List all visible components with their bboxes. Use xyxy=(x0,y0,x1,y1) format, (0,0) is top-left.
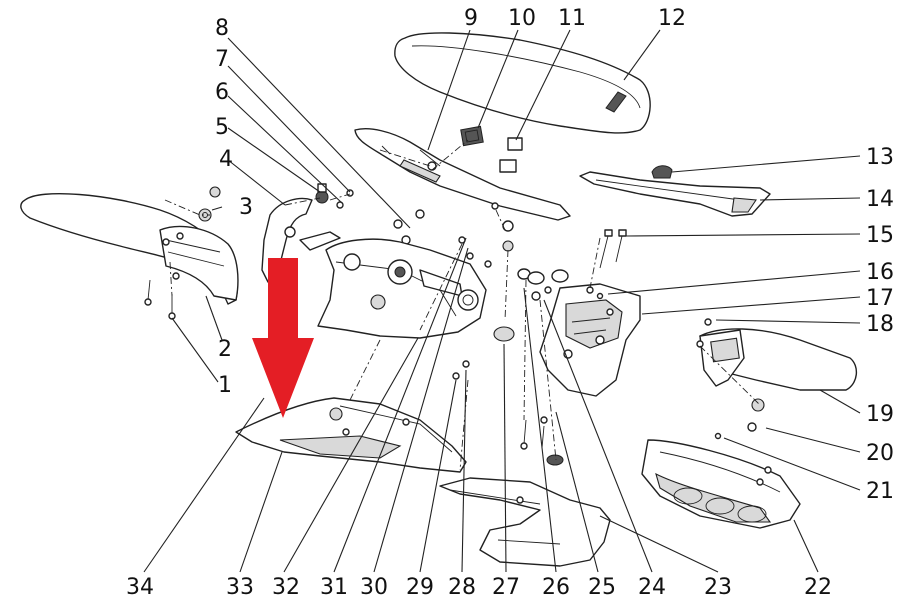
part-20-washer xyxy=(747,398,765,432)
callout-32: 32 xyxy=(272,575,300,600)
part-15-bolts xyxy=(599,229,627,269)
callout-6: 6 xyxy=(215,80,229,105)
callout-4: 4 xyxy=(219,147,233,172)
part-23-lower-cover xyxy=(439,477,611,567)
callout-17: 17 xyxy=(866,286,894,311)
part-21-clips xyxy=(714,432,772,486)
callout-21: 21 xyxy=(866,479,894,504)
callout-labels: 1 2 3 4 5 6 7 8 9 10 11 12 13 14 15 16 1… xyxy=(126,6,894,600)
part-25-grommet xyxy=(546,454,564,466)
part-6-washer xyxy=(336,201,344,209)
callout-8: 8 xyxy=(215,16,229,41)
callout-28: 28 xyxy=(448,575,476,600)
part-33-side-panel xyxy=(235,397,467,473)
callout-18: 18 xyxy=(866,312,894,337)
part-9-frame-rail xyxy=(354,128,571,221)
part-28-nut xyxy=(462,360,470,368)
callout-5: 5 xyxy=(215,115,229,140)
part-22-inner-fender xyxy=(641,439,801,529)
part-1-screws xyxy=(144,279,176,320)
callout-24: 24 xyxy=(638,575,666,600)
callout-19: 19 xyxy=(866,402,894,427)
callout-20: 20 xyxy=(866,441,894,466)
part-27-grommet xyxy=(493,326,515,342)
callout-10: 10 xyxy=(508,6,536,31)
callout-1: 1 xyxy=(218,373,232,398)
callout-22: 22 xyxy=(804,575,832,600)
callout-12: 12 xyxy=(658,6,686,31)
part-19-rear-fender xyxy=(696,318,857,391)
callout-11: 11 xyxy=(558,6,586,31)
part-10-connector xyxy=(460,125,484,147)
callout-27: 27 xyxy=(492,575,520,600)
callout-34: 34 xyxy=(126,575,154,600)
part-24-screws xyxy=(520,416,548,450)
part-16-clips xyxy=(586,286,604,300)
part-8-fastener xyxy=(393,209,425,245)
part-5-grommet xyxy=(315,183,329,204)
part-12-seat xyxy=(394,32,651,134)
highlight-arrow xyxy=(252,258,314,418)
callout-15: 15 xyxy=(866,223,894,248)
part-2-front-fender xyxy=(20,193,239,305)
red-down-arrow-icon xyxy=(252,258,314,418)
leader-lines xyxy=(143,29,861,573)
part-7-nut xyxy=(346,189,354,197)
part-17-battery-box xyxy=(527,269,641,397)
callout-9: 9 xyxy=(464,6,478,31)
part-11-clip xyxy=(499,137,523,173)
callout-14: 14 xyxy=(866,187,894,212)
part-14-side-rail xyxy=(579,171,771,217)
assembly-lines xyxy=(164,139,761,471)
callout-2: 2 xyxy=(218,337,232,362)
callout-30: 30 xyxy=(360,575,388,600)
callout-3: 3 xyxy=(239,195,253,220)
callout-31: 31 xyxy=(320,575,348,600)
part-32-airbox-housing xyxy=(299,231,487,339)
part-3-nut xyxy=(198,186,221,222)
callout-29: 29 xyxy=(406,575,434,600)
callout-16: 16 xyxy=(866,260,894,285)
callout-23: 23 xyxy=(704,575,732,600)
callout-25: 25 xyxy=(588,575,616,600)
callout-7: 7 xyxy=(215,47,229,72)
hardware-cluster-center xyxy=(458,220,514,268)
callout-13: 13 xyxy=(866,145,894,170)
callout-26: 26 xyxy=(542,575,570,600)
callout-33: 33 xyxy=(226,575,254,600)
part-29-washer xyxy=(452,372,460,380)
part-13-grommet xyxy=(651,165,673,179)
